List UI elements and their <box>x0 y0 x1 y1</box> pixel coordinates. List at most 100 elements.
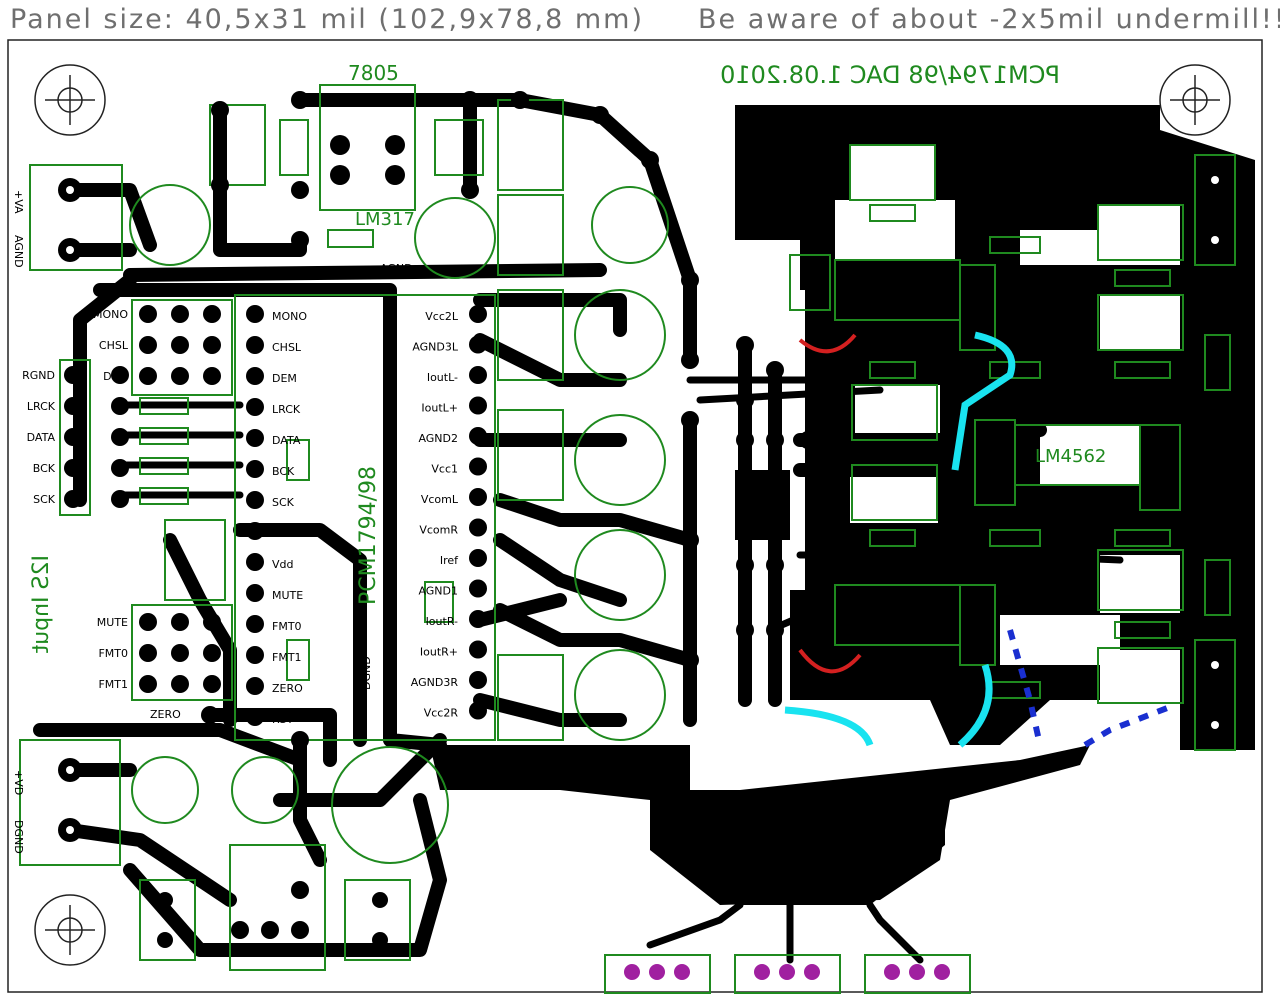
jumper-pad <box>203 675 221 693</box>
jumper-header-number: 0 <box>177 286 184 299</box>
pcm-left-pin-label: FMT1 <box>272 651 302 664</box>
pcm-right-pin-label: AGND2 <box>418 432 458 445</box>
pcm-left-pad <box>246 677 264 695</box>
jumper-top-label: CHSL <box>99 339 129 352</box>
pcm-left-pad <box>246 553 264 571</box>
jumper-top-label: MONO <box>93 308 128 321</box>
pcm-right-pad <box>469 640 487 659</box>
pcm-left-pad <box>246 336 264 354</box>
jumper-pad <box>139 675 157 693</box>
pcm-right-pin-label: AGND3R <box>411 676 459 689</box>
left-pin-pad <box>111 490 129 508</box>
pcm-left-pin-label: DATA <box>272 434 301 447</box>
pcm-left-pad <box>246 491 264 509</box>
pcm-right-pad <box>469 579 487 598</box>
pcm-left-pin-label: DEM <box>272 372 297 385</box>
pcm-left-pad <box>246 522 264 540</box>
pcm-left-pad <box>246 367 264 385</box>
jumper-bottom-label: FMT0 <box>98 647 128 660</box>
jumper-pad <box>171 613 189 631</box>
pcm-right-pin-label: AGND3L <box>412 341 459 354</box>
pcm-left-pin-label: RST <box>272 713 294 726</box>
pcm-left-pad <box>246 646 264 664</box>
power-top-plus: +VA <box>12 190 25 214</box>
pcm-left-pin-label: FMT0 <box>272 620 302 633</box>
jumper-bottom-label: MUTE <box>97 616 128 629</box>
left-pin-pad <box>111 397 129 415</box>
jumper-pad <box>203 644 221 662</box>
left-pin-pad <box>111 428 129 446</box>
pcm-left-pin-label: MUTE <box>272 589 303 602</box>
pcm-left-pin-label: MONO <box>272 310 307 323</box>
red-arc-upper <box>798 333 857 354</box>
left-pin-label: DATA <box>27 431 56 444</box>
pcm-left-pad <box>246 615 264 633</box>
pcm-right-pin-label: IoutR+ <box>420 646 458 659</box>
pcm-right-pad <box>469 457 487 476</box>
pcm-right-pad <box>469 701 487 720</box>
jumper-header-number: 1 <box>147 286 154 299</box>
jumper-bottom-label: FMT1 <box>98 678 128 691</box>
pcm-left-pad <box>246 584 264 602</box>
pcm-chip-label: PCM1794/98 <box>356 466 381 605</box>
left-pin-pad <box>64 490 82 508</box>
jumper-top-label: DEM <box>103 370 128 383</box>
left-pin-label: LRCK <box>27 400 56 413</box>
jumper-pad <box>139 305 157 323</box>
mounting-holes <box>34 64 1231 966</box>
pcm-left-pin-label: Vdd <box>272 558 294 571</box>
output-funnel <box>655 790 945 905</box>
cyan-wire-lower <box>784 663 993 748</box>
jumper-pad <box>171 644 189 662</box>
cyan-wire-upper <box>951 331 1016 471</box>
jumper-pad <box>203 305 221 323</box>
red-arc-lower <box>798 648 862 674</box>
pcm-right-pin-label: VcomR <box>419 524 458 537</box>
pcm-left-pin-label: CHSL <box>272 341 302 354</box>
pcm-right-pad <box>469 671 487 689</box>
opamp-label: LM4562 <box>1035 446 1106 467</box>
pcm-left-pin-label: BCK <box>272 465 295 478</box>
blue-wire <box>1007 629 1177 748</box>
left-pin-pad <box>111 366 129 384</box>
reg-7805-label: 7805 <box>348 61 399 85</box>
panel-size-text: Panel size: 40,5x31 mil (102,9x78,8 mm) <box>10 4 645 35</box>
left-pin-pad <box>111 459 129 477</box>
pcm-right-pad <box>469 366 487 384</box>
pcm-right-pad <box>469 335 487 354</box>
pcm-right-pad <box>469 305 487 323</box>
jumper-pad <box>139 644 157 662</box>
power-top-gnd: AGND <box>12 235 25 268</box>
left-pin-pad <box>64 459 82 477</box>
dgnd-label: DGND <box>360 656 373 690</box>
power-bottom-gnd: DGND <box>12 820 25 854</box>
i2s-input-label: I2S Input <box>29 555 54 654</box>
pcm-right-pin-label: IoutL+ <box>421 402 458 415</box>
jumper-pad <box>171 367 189 385</box>
pcm-left-pad <box>246 708 264 726</box>
pcm-right-pin-label: AGND1 <box>418 585 458 598</box>
pcm-right-pin-label: IoutR- <box>426 615 458 628</box>
agnd-label: AGND <box>380 262 413 275</box>
left-pin-pad <box>64 428 82 446</box>
left-pin-label: SCK <box>33 493 56 506</box>
jumper-pad <box>171 336 189 354</box>
pcm-right-pin-label: VcomL <box>421 493 459 506</box>
pcm-right-pad <box>469 396 487 415</box>
pcm-left-pad <box>246 398 264 416</box>
pcm-left-pin-label: SCK <box>272 496 295 509</box>
pcm-left-pad <box>246 429 264 447</box>
pcm-right-pad <box>469 549 487 567</box>
pcm-right-pad <box>469 488 487 506</box>
jumper-pad <box>139 336 157 354</box>
left-pin-label: BCK <box>33 462 56 475</box>
board-title-mirrored: PCM1794/98 DAC 1.08.2010 <box>720 61 1060 89</box>
power-bottom-plus: +VD <box>12 770 25 795</box>
jumper-pad <box>139 367 157 385</box>
pcm-right-pin-label: Iref <box>440 554 459 567</box>
jumper-pad <box>203 613 221 631</box>
pcm-right-pin-label: IoutL- <box>427 371 458 384</box>
jumper-pad <box>139 613 157 631</box>
jumper-pad <box>171 305 189 323</box>
